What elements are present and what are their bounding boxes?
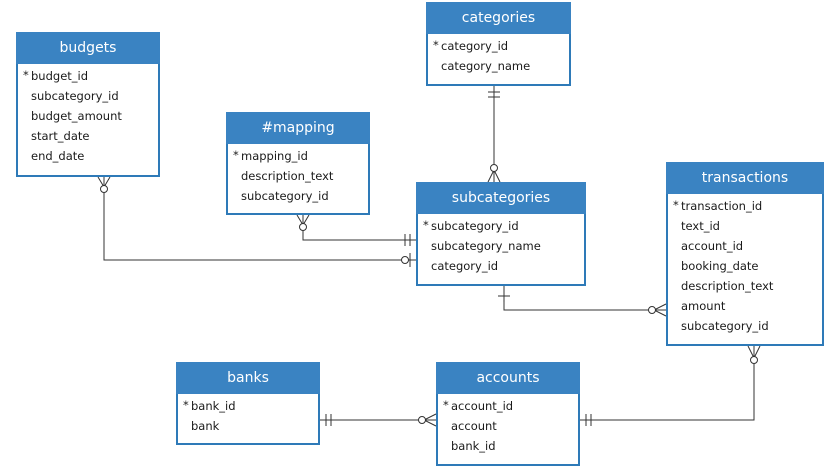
field-account-id[interactable]: *account_id: [438, 396, 578, 416]
primary-key-marker: *: [23, 68, 29, 82]
entity-transactions-title: transactions: [666, 162, 824, 194]
field-booking-date[interactable]: booking_date: [668, 256, 822, 276]
field-name: booking_date: [681, 259, 759, 273]
edge-budgets-subcategories: [103, 177, 416, 261]
entity-accounts-title: accounts: [436, 362, 580, 394]
field-subcategory-id[interactable]: subcategory_id: [228, 186, 368, 206]
field-category-id[interactable]: category_id: [418, 256, 584, 276]
field-name: category_name: [441, 59, 531, 73]
one-mandatory-marker: [404, 234, 411, 246]
field-description-text[interactable]: description_text: [228, 166, 368, 186]
field-category-id[interactable]: *category_id: [428, 36, 569, 56]
field-amount[interactable]: amount: [668, 296, 822, 316]
field-bank-id[interactable]: *bank_id: [178, 396, 318, 416]
field-name: account_id: [451, 399, 514, 413]
zero-marker: [401, 256, 409, 264]
field-name: description_text: [681, 279, 774, 293]
field-end-date[interactable]: end_date: [18, 146, 158, 166]
entity-mapping-fields: *mapping_id description_text subcategory_i…: [228, 146, 368, 206]
field-name: account: [451, 419, 497, 433]
entity-mapping-title: #mapping: [226, 112, 370, 144]
field-start-date[interactable]: start_date: [18, 126, 158, 146]
field-mapping-id[interactable]: *mapping_id: [228, 146, 368, 166]
field-name: bank: [191, 419, 220, 433]
field-name: account_id: [681, 239, 744, 253]
entity-categories-fields: *category_id category_name: [428, 36, 569, 76]
field-name: budget_id: [31, 69, 89, 83]
field-name: end_date: [31, 149, 85, 163]
entity-budgets-title: budgets: [16, 32, 160, 64]
entity-categories-title: categories: [426, 2, 571, 34]
field-name: start_date: [31, 129, 90, 143]
one-mandatory-marker: [325, 414, 332, 426]
primary-key-marker: *: [443, 398, 449, 412]
field-name: category_id: [441, 39, 509, 53]
field-name: subcategory_id: [241, 189, 329, 203]
field-budget-amount[interactable]: budget_amount: [18, 106, 158, 126]
edge-accounts-transactions: [580, 346, 755, 421]
primary-key-marker: *: [423, 218, 429, 232]
field-name: bank_id: [191, 399, 236, 413]
entity-budgets[interactable]: budgets *budget_id subcategory_id budget_a…: [16, 32, 160, 177]
field-name: transaction_id: [681, 199, 763, 213]
primary-key-marker: *: [673, 198, 679, 212]
zero-marker: [648, 306, 656, 314]
zero-marker: [100, 185, 108, 193]
field-budget-id[interactable]: *budget_id: [18, 66, 158, 86]
edge-mapping-subcategories: [302, 215, 416, 241]
field-name: description_text: [241, 169, 334, 183]
entity-subcategories-title: subcategories: [416, 182, 586, 214]
field-name: bank_id: [451, 439, 496, 453]
field-description-text[interactable]: description_text: [668, 276, 822, 296]
field-category-name[interactable]: category_name: [428, 56, 569, 76]
primary-key-marker: *: [233, 148, 239, 162]
field-name: subcategory_id: [431, 219, 519, 233]
entity-categories[interactable]: categories *category_id category_name: [426, 2, 571, 86]
field-name: subcategory_name: [431, 239, 541, 253]
zero-marker: [418, 416, 426, 424]
field-account[interactable]: account: [438, 416, 578, 436]
field-bank-id[interactable]: bank_id: [438, 436, 578, 456]
field-name: budget_amount: [31, 109, 122, 123]
field-subcategory-id[interactable]: *subcategory_id: [418, 216, 584, 236]
field-subcategory-id[interactable]: subcategory_id: [668, 316, 822, 336]
field-transaction-id[interactable]: *transaction_id: [668, 196, 822, 216]
field-bank[interactable]: bank: [178, 416, 318, 436]
one-mandatory-marker: [488, 91, 500, 98]
primary-key-marker: *: [433, 38, 439, 52]
entity-subcategories-fields: *subcategory_id subcategory_name category_…: [418, 216, 584, 276]
primary-key-marker: *: [183, 398, 189, 412]
field-name: mapping_id: [241, 149, 308, 163]
field-name: subcategory_id: [31, 89, 119, 103]
field-name: text_id: [681, 219, 720, 233]
zero-marker: [750, 356, 758, 364]
field-account-id[interactable]: account_id: [668, 236, 822, 256]
field-name: category_id: [431, 259, 499, 273]
field-text-id[interactable]: text_id: [668, 216, 822, 236]
entity-transactions-fields: *transaction_id text_id account_id booking_…: [668, 196, 822, 336]
field-name: amount: [681, 299, 726, 313]
field-subcategory-name[interactable]: subcategory_name: [418, 236, 584, 256]
one-mandatory-marker: [585, 414, 592, 426]
edge-subcategories-transactions: [503, 286, 666, 311]
field-name: subcategory_id: [681, 319, 769, 333]
zero-marker: [490, 164, 498, 172]
zero-marker: [299, 223, 307, 231]
entity-banks-title: banks: [176, 362, 320, 394]
field-subcategory-id[interactable]: subcategory_id: [18, 86, 158, 106]
